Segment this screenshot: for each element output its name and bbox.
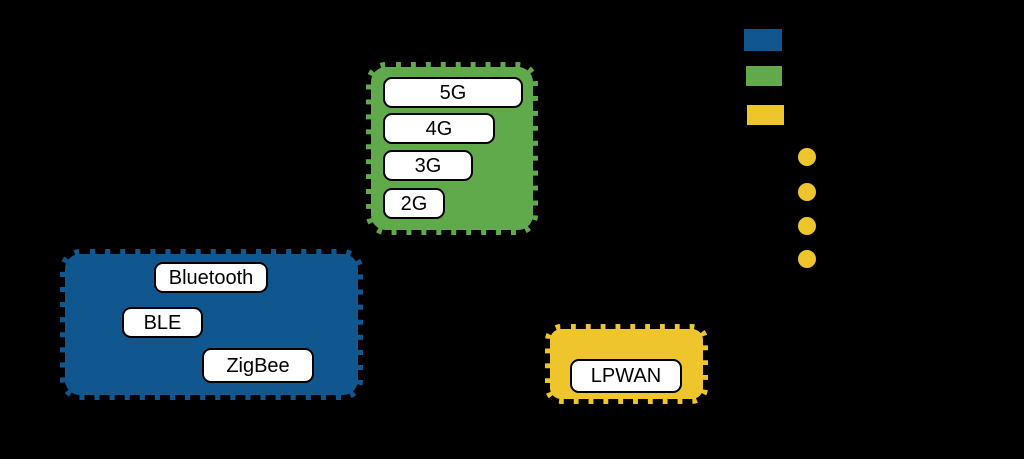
legend-bullet-2 bbox=[796, 181, 818, 203]
legend-bullet-1 bbox=[796, 146, 818, 168]
legend-bullet-3 bbox=[796, 215, 818, 237]
legend-swatch-blue bbox=[742, 27, 784, 53]
node-3g: 3G bbox=[383, 150, 473, 181]
legend-swatch-green bbox=[744, 64, 784, 88]
legend-bullet-4 bbox=[796, 248, 818, 270]
node-lpwan: LPWAN bbox=[570, 359, 682, 393]
node-ble: BLE bbox=[122, 307, 203, 338]
node-zigbee: ZigBee bbox=[202, 348, 314, 383]
node-4g: 4G bbox=[383, 113, 495, 144]
short-range-group-box: Bluetooth BLE ZigBee bbox=[60, 249, 363, 400]
lpwan-group-box: LPWAN bbox=[545, 324, 708, 404]
node-5g: 5G bbox=[383, 77, 523, 108]
cellular-group-box: 5G 4G 3G 2G bbox=[366, 62, 538, 235]
node-bluetooth: Bluetooth bbox=[154, 262, 268, 293]
node-2g: 2G bbox=[383, 188, 445, 219]
legend-swatch-yellow bbox=[745, 103, 786, 127]
